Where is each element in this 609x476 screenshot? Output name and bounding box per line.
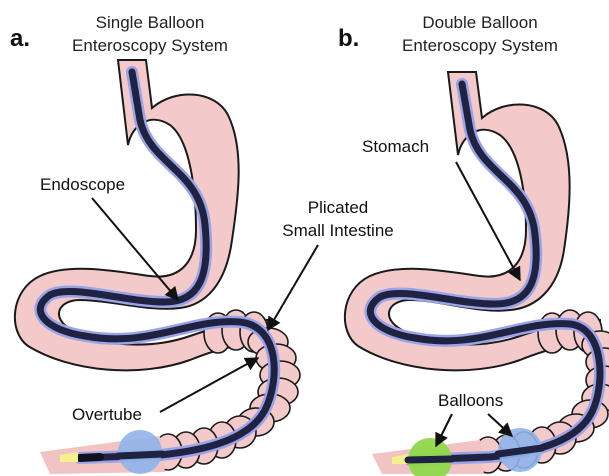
panel-a-label-plicated-line1: Plicated <box>308 198 368 217</box>
panel-b: b. Double Balloon Enteroscopy System <box>338 13 609 476</box>
panel-a-label-overtube: Overtube <box>72 405 142 424</box>
panel-a-title-line2: Enteroscopy System <box>72 36 228 55</box>
panel-a-scope-through-balloon <box>118 454 162 456</box>
panel-b-arrow-balloon-2 <box>488 414 512 436</box>
panel-a-endoscope-glow <box>40 72 274 458</box>
panel-a-label-plicated-line2: Small Intestine <box>282 221 394 240</box>
panel-b-label-balloons: Balloons <box>438 391 503 410</box>
panel-b-scope-through-balloon-1 <box>408 459 452 460</box>
panel-a-title-line1: Single Balloon <box>96 13 205 32</box>
panel-a-arrow-plicated <box>268 245 318 330</box>
panel-a-endoscope <box>40 72 274 458</box>
panel-b-title-line2: Enteroscopy System <box>402 36 558 55</box>
panel-a: a. Single Balloon Enteroscopy System <box>10 13 394 474</box>
panel-a-scope-tip <box>80 457 100 458</box>
panel-b-label-stomach: Stomach <box>362 137 429 156</box>
panel-b-arrow-balloon-1 <box>436 414 452 446</box>
panel-a-label-endoscope: Endoscope <box>40 175 125 194</box>
panel-a-letter: a. <box>10 25 30 52</box>
panel-b-title-line1: Double Balloon <box>422 13 537 32</box>
panel-b-letter: b. <box>338 25 359 52</box>
panel-a-arrow-overtube <box>160 358 258 412</box>
